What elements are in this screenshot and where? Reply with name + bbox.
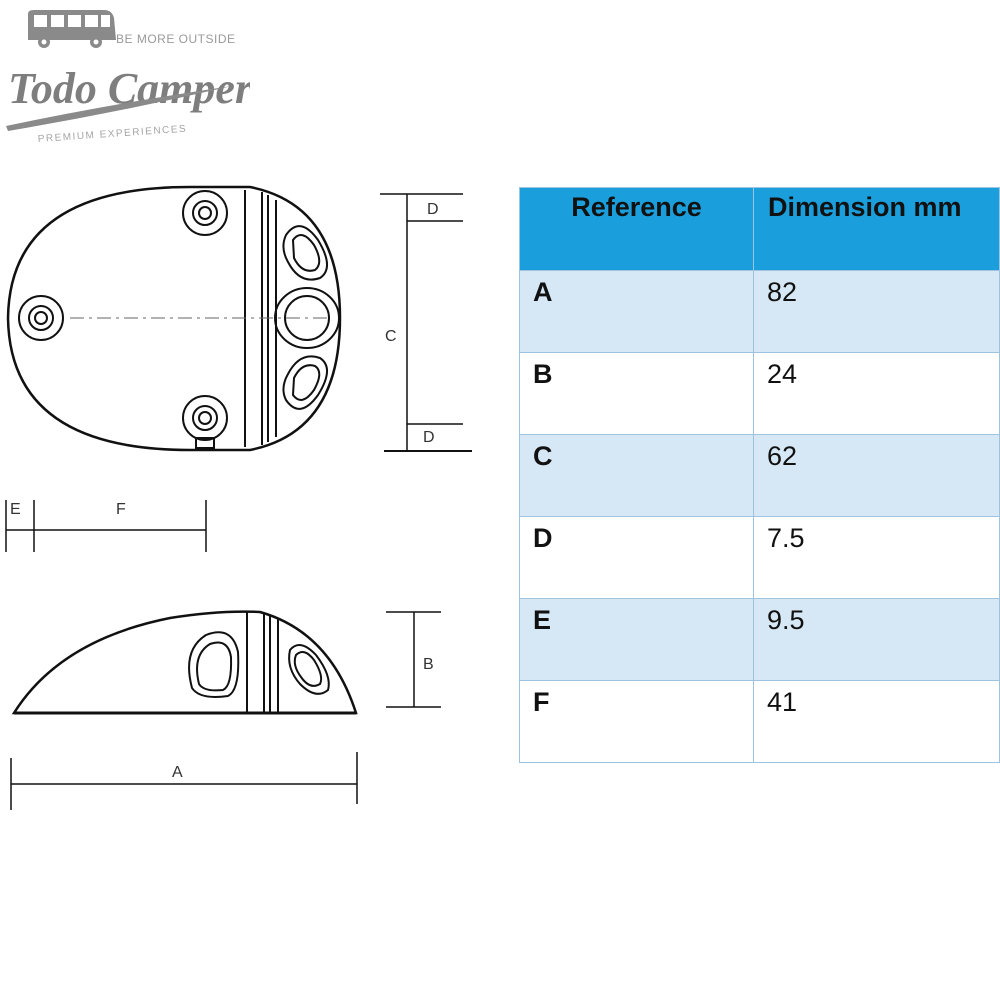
dimension-a: [10, 752, 358, 810]
row-value: 9.5: [753, 598, 1000, 681]
table-row: D 7.5: [519, 516, 1000, 599]
side-view-outline: [11, 610, 358, 715]
row-reference: B: [519, 352, 754, 435]
row-value-text: 24: [767, 359, 798, 389]
row-value: 7.5: [753, 516, 1000, 599]
dimension-e-f: [5, 500, 207, 552]
side-port-rear: [288, 644, 330, 695]
header-dimension: Dimension mm: [753, 187, 1000, 271]
table-header-row: Reference Dimension mm: [519, 187, 1000, 271]
row-value: 41: [753, 680, 1000, 763]
row-value: 62: [753, 434, 1000, 517]
row-reference-text: F: [533, 687, 550, 717]
table-row: E 9.5: [519, 598, 1000, 681]
row-reference-text: E: [533, 605, 552, 635]
header-reference: Reference: [519, 187, 754, 271]
side-view: [11, 610, 358, 715]
row-reference: F: [519, 680, 754, 763]
table-row: A 82: [519, 270, 1000, 353]
label-b: B: [423, 656, 434, 673]
row-reference: D: [519, 516, 754, 599]
header-reference-label: Reference: [571, 192, 702, 222]
dimension-b: [386, 611, 441, 708]
side-port-front: [188, 631, 240, 698]
label-a: A: [172, 764, 183, 781]
label-e: E: [10, 501, 21, 518]
screw-hole-top: [182, 190, 228, 236]
row-value: 82: [753, 270, 1000, 353]
row-value-text: 82: [767, 277, 798, 307]
label-d-top: D: [427, 201, 439, 218]
wire-port-center: [274, 287, 340, 349]
screw-hole-left: [18, 295, 64, 341]
row-reference-text: A: [533, 277, 553, 307]
label-c: C: [385, 328, 397, 345]
row-value-text: 7.5: [767, 523, 805, 553]
table-row: B 24: [519, 352, 1000, 435]
screw-hole-bottom: [182, 395, 228, 449]
row-reference-text: D: [533, 523, 553, 553]
dimension-table: Reference Dimension mm A 82 B 24 C 62 D …: [519, 187, 1000, 763]
table-row: C 62: [519, 434, 1000, 517]
top-view-outline: [6, 185, 342, 452]
row-reference: A: [519, 270, 754, 353]
row-reference: C: [519, 434, 754, 517]
label-f: F: [116, 501, 126, 518]
row-reference: E: [519, 598, 754, 681]
logo-swoosh: [6, 86, 232, 131]
row-reference-text: C: [533, 441, 553, 471]
row-value-text: 62: [767, 441, 798, 471]
label-d-bottom: D: [423, 429, 435, 446]
camper-van-icon: [28, 10, 116, 48]
row-value-text: 9.5: [767, 605, 805, 635]
row-value-text: 41: [767, 687, 798, 717]
technical-drawing: D C D E F B A: [5, 185, 472, 810]
row-value: 24: [753, 352, 1000, 435]
dimension-c-d: [380, 193, 472, 452]
wire-port-lower: [282, 355, 328, 410]
table-row: F 41: [519, 680, 1000, 763]
header-dimension-label: Dimension mm: [768, 192, 962, 222]
todo-campers-logo: BE MORE OUTSIDE Todo Campers PREMIUM EXP…: [6, 10, 250, 145]
logo-tagline: BE MORE OUTSIDE: [116, 32, 236, 46]
wire-port-upper: [282, 225, 328, 281]
row-reference-text: B: [533, 359, 553, 389]
top-view: [6, 185, 342, 452]
